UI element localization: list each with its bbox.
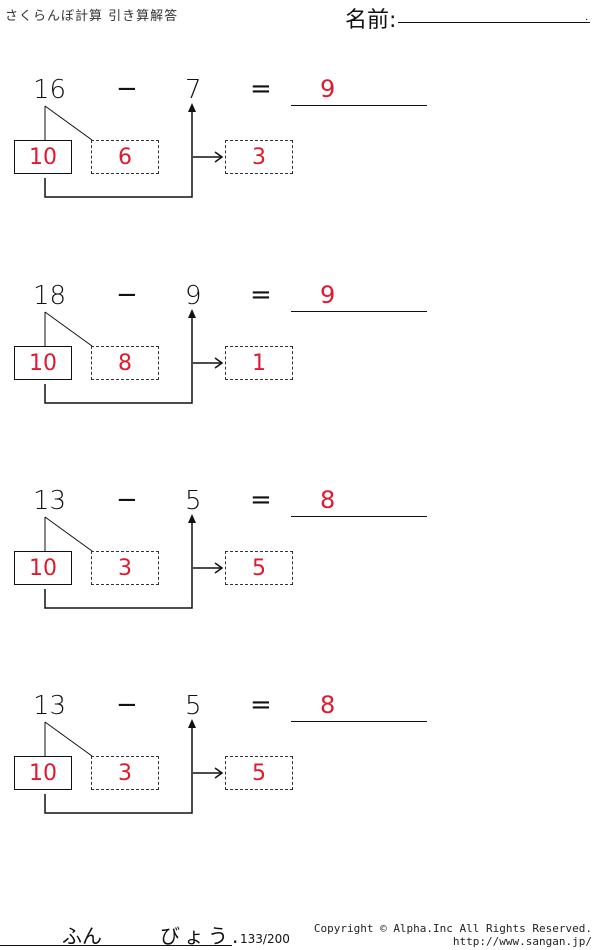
ten-box: 10	[14, 140, 72, 174]
equals-sign: =	[250, 280, 272, 310]
copyright-text: Copyright © Alpha.Inc All Rights Reserve…	[313, 922, 592, 935]
name-label: 名前:	[345, 8, 397, 33]
minus-sign: −	[116, 485, 138, 515]
answer-value: 9	[320, 75, 336, 103]
equals-sign: =	[250, 690, 272, 720]
name-line-dot: .	[585, 12, 589, 23]
seconds-label: びょう.	[160, 924, 243, 948]
minuend: 13	[33, 691, 67, 721]
remainder-box[interactable]: 3	[91, 551, 159, 585]
site-url[interactable]: http://www.sangan.jp/	[452, 935, 592, 948]
answer-value: 8	[320, 486, 336, 514]
minus-sign: −	[116, 690, 138, 720]
worksheet-title: さくらんぼ計算 引き算解答	[5, 9, 179, 24]
minus-sign: −	[116, 74, 138, 104]
problem-2: 18 − 9 = 9 10 8 1	[0, 276, 600, 436]
subtrahend: 7	[185, 75, 202, 105]
subtrahend: 9	[185, 281, 202, 311]
minuend: 16	[33, 75, 67, 105]
answer-value: 8	[320, 691, 336, 719]
subtrahend: 5	[185, 691, 202, 721]
page-number: 133/200	[240, 932, 290, 946]
problem-4: 13 − 5 = 8 10 3 5	[0, 686, 600, 846]
equals-sign: =	[250, 485, 272, 515]
minus-sign: −	[116, 280, 138, 310]
result-box[interactable]: 1	[225, 346, 293, 380]
copyright-block: Copyright © Alpha.Inc All Rights Reserve…	[314, 922, 592, 948]
problem-1: 16 − 7 = 9 10 6 3	[0, 70, 600, 230]
remainder-box[interactable]: 3	[91, 756, 159, 790]
remainder-box[interactable]: 6	[91, 140, 159, 174]
remainder-box[interactable]: 8	[91, 346, 159, 380]
subtrahend: 5	[185, 486, 202, 516]
result-box[interactable]: 5	[225, 551, 293, 585]
answer-line[interactable]	[291, 311, 427, 312]
cherry-diagram-lines	[44, 514, 224, 609]
answer-line[interactable]	[291, 105, 427, 106]
answer-line[interactable]	[291, 516, 427, 517]
answer-value: 9	[320, 281, 336, 309]
equals-sign: =	[250, 74, 272, 104]
result-box[interactable]: 3	[225, 140, 293, 174]
cherry-diagram-lines	[44, 103, 224, 198]
cherry-diagram-lines	[44, 309, 224, 404]
result-box[interactable]: 5	[225, 756, 293, 790]
minuend: 13	[33, 486, 67, 516]
cherry-diagram-lines	[44, 719, 224, 814]
time-input-line[interactable]	[0, 945, 232, 946]
ten-box: 10	[14, 346, 72, 380]
answer-line[interactable]	[291, 721, 427, 722]
minutes-label: ふん	[62, 924, 102, 948]
name-input-line[interactable]	[398, 22, 590, 23]
ten-box: 10	[14, 756, 72, 790]
minuend: 18	[33, 281, 67, 311]
problem-3: 13 − 5 = 8 10 3 5	[0, 481, 600, 641]
ten-box: 10	[14, 551, 72, 585]
